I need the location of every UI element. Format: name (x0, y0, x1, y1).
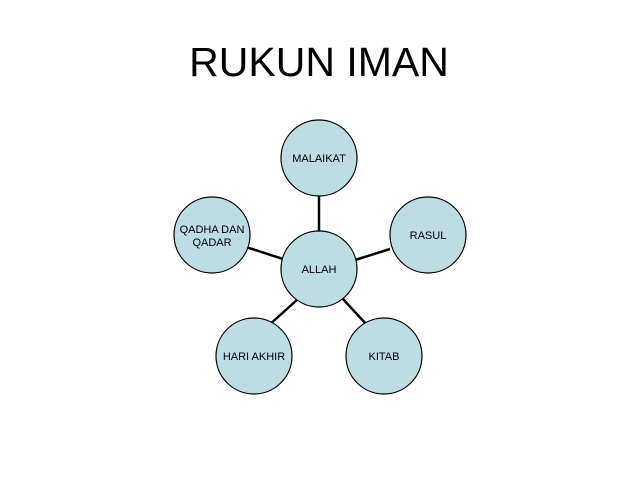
connector-rasul (354, 247, 391, 262)
connector-qadha-dan-qadar (245, 245, 284, 261)
node-qadha-dan-qadar: QADHA DAN QADAR (173, 196, 251, 274)
node-malaikat-label: MALAIKAT (292, 153, 346, 165)
node-allah-label: ALLAH (302, 264, 337, 276)
svg-text:ALLAH: ALLAH (302, 264, 337, 276)
node-hari-akhir-label: HARI AKHIR (223, 351, 285, 363)
node-hari-akhir: HARI AKHIR (215, 317, 293, 395)
node-qadha-dan-qadar-label-line-2: QADAR (192, 237, 231, 249)
svg-text:QADAR: QADAR (192, 237, 231, 249)
page-title: RUKUN IMAN (189, 39, 449, 85)
svg-text:HARI AKHIR: HARI AKHIR (223, 351, 285, 363)
node-rasul-label: RASUL (410, 230, 447, 242)
svg-text:MALAIKAT: MALAIKAT (292, 153, 346, 165)
node-rasul: RASUL (389, 196, 467, 274)
node-malaikat: MALAIKAT (280, 119, 358, 197)
connector-hari-akhir (267, 298, 299, 327)
connector-kitab (341, 297, 368, 326)
svg-text:KITAB: KITAB (369, 351, 400, 363)
node-kitab: KITAB (345, 317, 423, 395)
svg-text:QADHA DAN: QADHA DAN (180, 224, 245, 236)
node-allah: ALLAH (280, 230, 358, 308)
svg-text:RASUL: RASUL (410, 230, 447, 242)
node-kitab-label: KITAB (369, 351, 400, 363)
node-qadha-dan-qadar-label-line-1: QADHA DAN (180, 224, 245, 236)
